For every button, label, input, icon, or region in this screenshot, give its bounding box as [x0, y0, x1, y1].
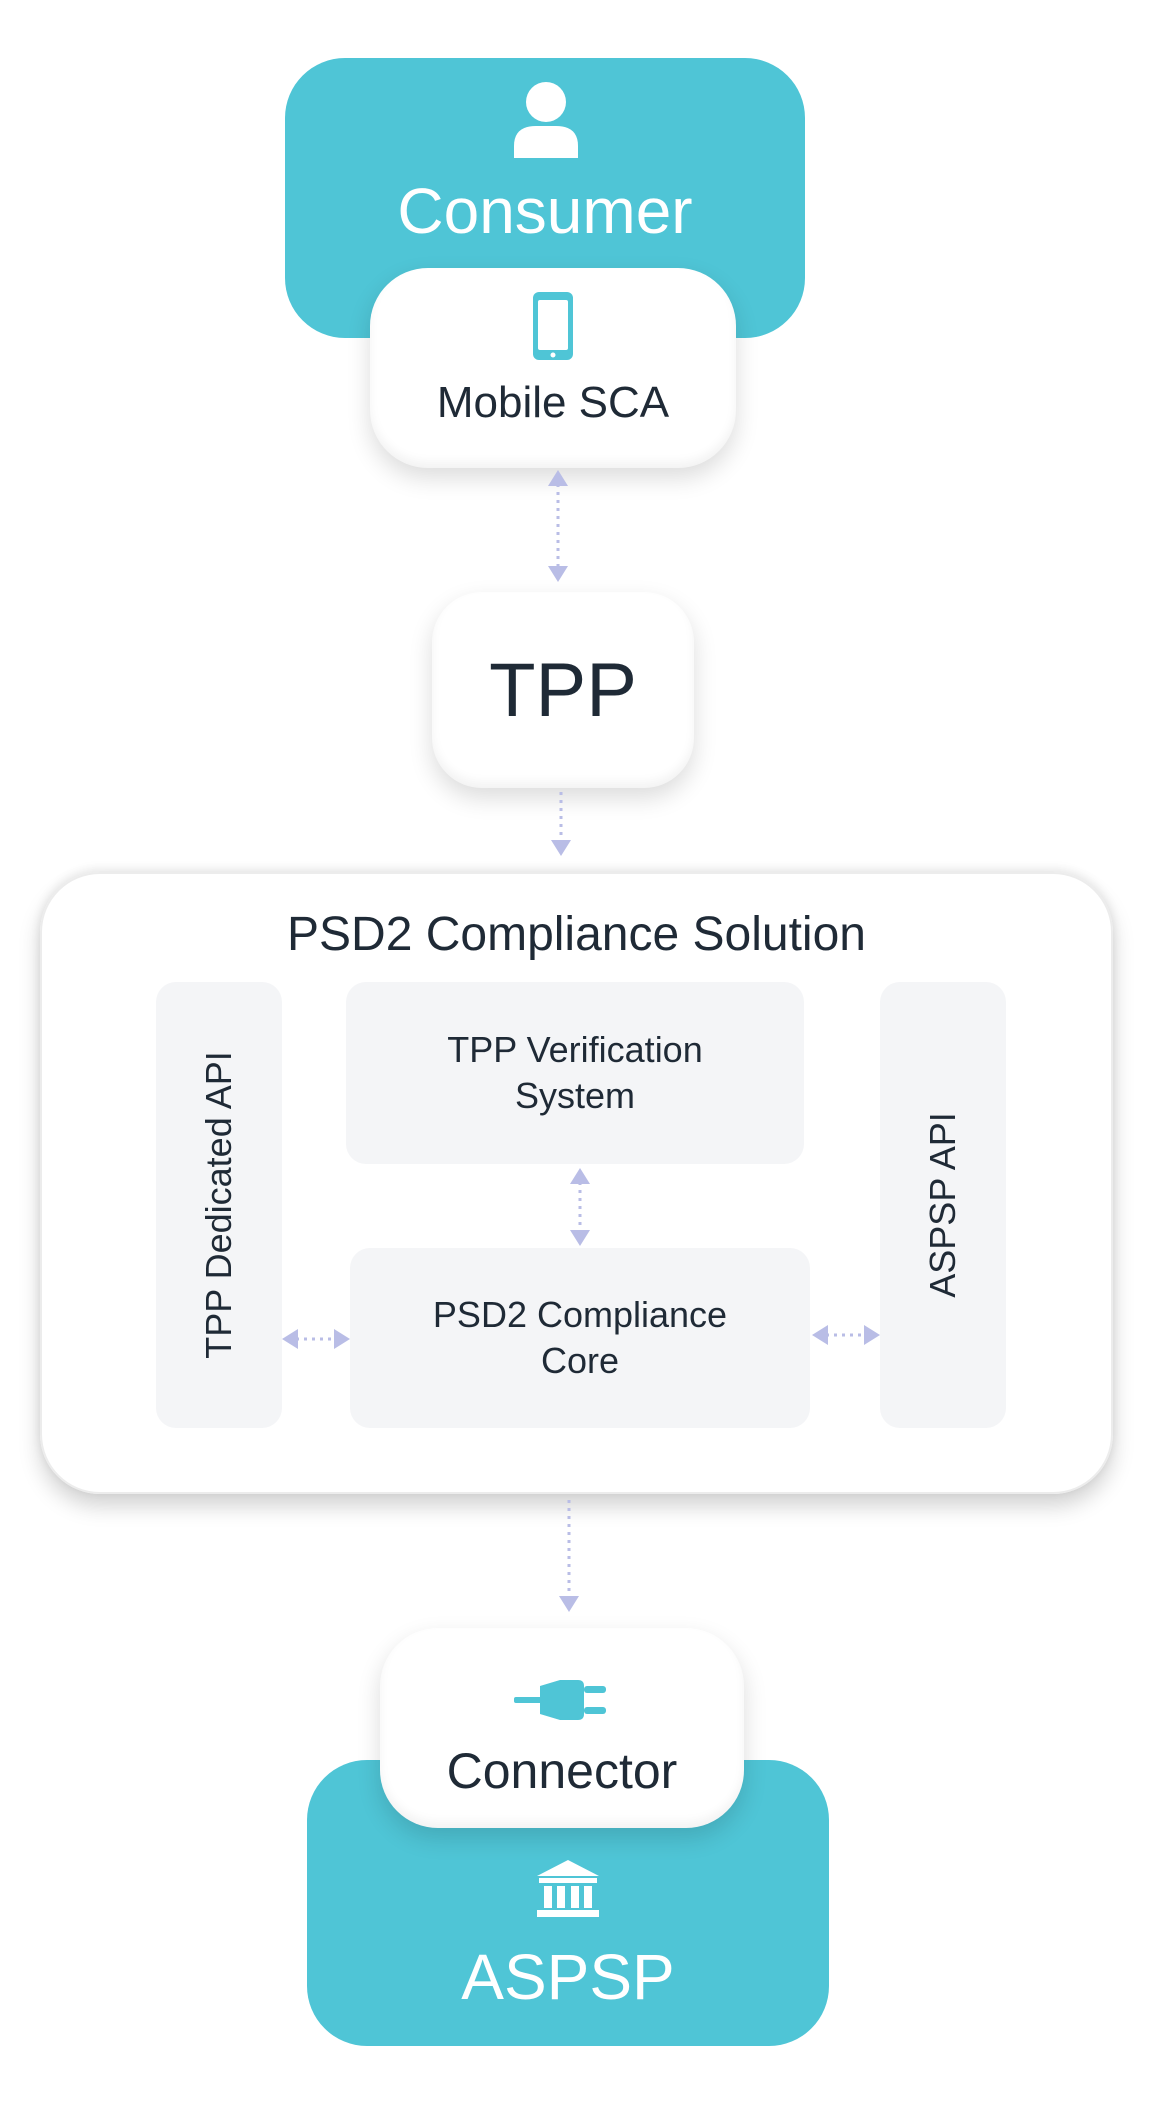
connector-solution-connector	[559, 1500, 579, 1612]
connector-label: Connector	[446, 1743, 678, 1799]
connector-dedicated-core	[282, 1329, 350, 1349]
compliance-solution-title: PSD2 Compliance Solution	[287, 907, 866, 961]
tpp-verification-box: TPP Verification System	[346, 982, 804, 1164]
mobile-sca-label: Mobile SCA	[436, 378, 670, 427]
tpp-label: TPP	[489, 647, 637, 733]
tpp-dedicated-api-box: TPP Dedicated API	[156, 982, 282, 1428]
smartphone-icon	[533, 292, 573, 360]
connector-core-aspsp-api	[812, 1325, 880, 1345]
user-icon	[514, 82, 578, 158]
connector-card: Connector	[380, 1628, 744, 1828]
connector-tpp-solution	[551, 792, 571, 856]
mobile-sca-card: Mobile SCA	[370, 268, 736, 468]
tpp-verification-line1: TPP Verification	[447, 1029, 703, 1070]
connector-verification-core	[570, 1168, 590, 1246]
compliance-core-line2: Core	[540, 1340, 620, 1381]
tpp-card: TPP	[432, 592, 694, 788]
aspsp-api-box: ASPSP API	[880, 982, 1006, 1428]
plug-icon	[514, 1680, 606, 1720]
tpp-verification-line2: System	[514, 1075, 636, 1116]
aspsp-label: ASPSP	[461, 1941, 675, 2013]
compliance-core-box: PSD2 Compliance Core	[350, 1248, 810, 1428]
connector-mobile-tpp	[548, 470, 568, 582]
bank-icon	[537, 1860, 599, 1917]
consumer-label: Consumer	[397, 175, 693, 247]
aspsp-api-label: ASPSP API	[922, 1112, 963, 1298]
tpp-dedicated-api-label: TPP Dedicated API	[198, 1051, 239, 1359]
compliance-core-line1: PSD2 Compliance	[432, 1294, 728, 1335]
